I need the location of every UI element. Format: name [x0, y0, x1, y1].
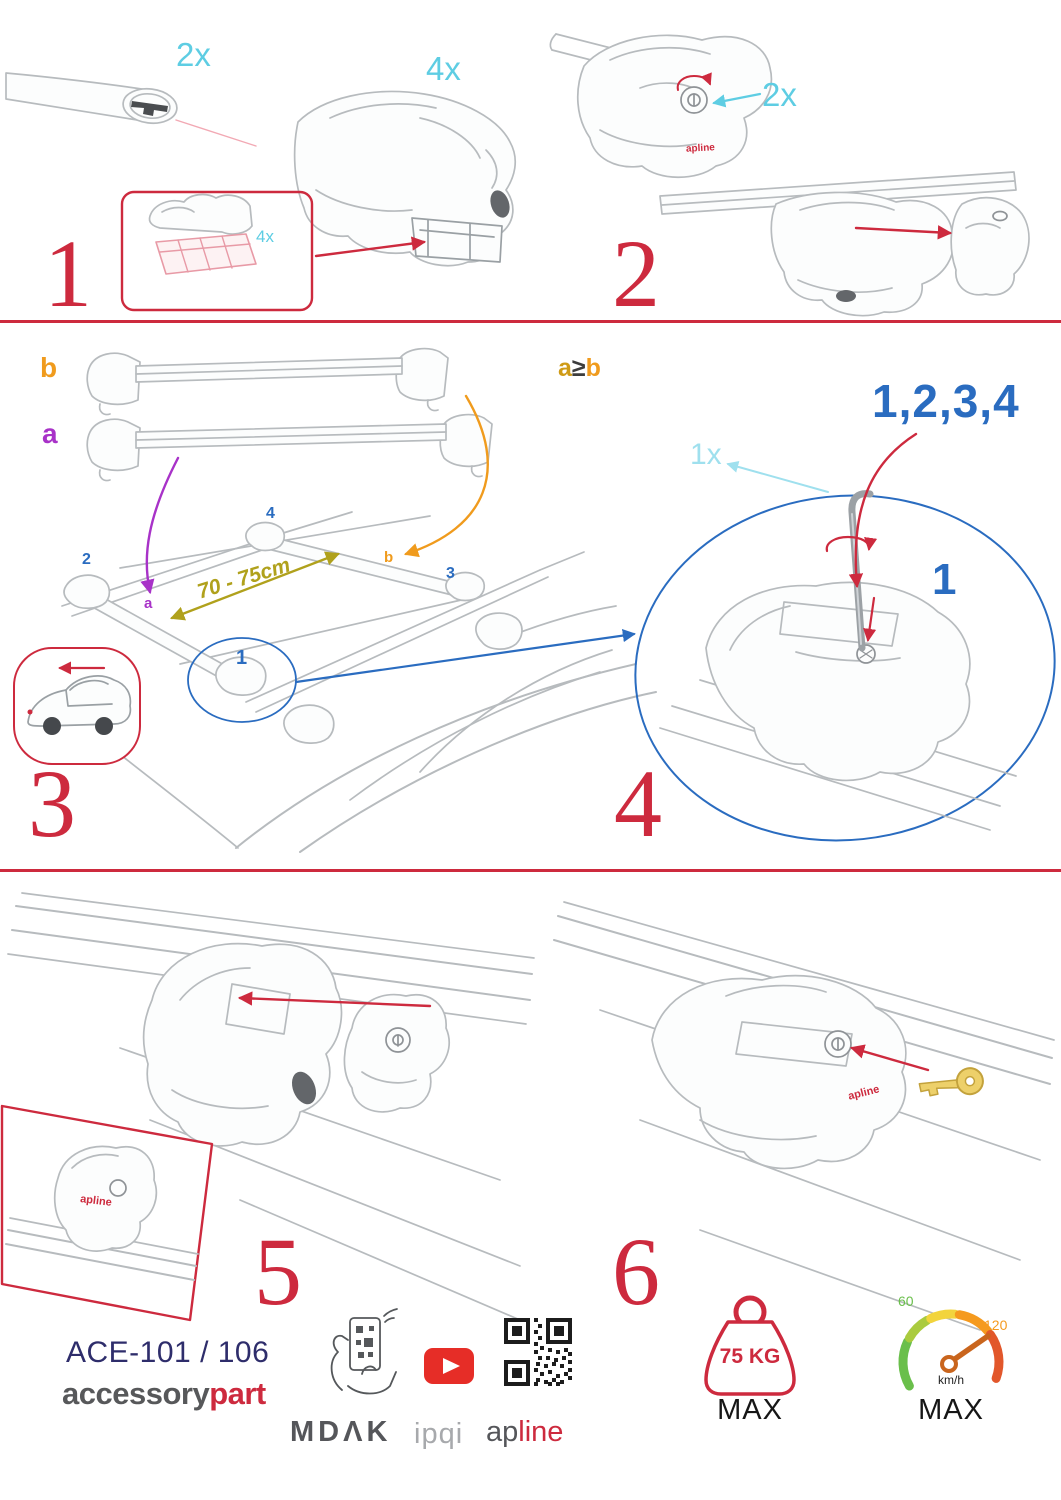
roof-bar-a-label: a — [144, 595, 153, 612]
step4-key-quantity: 1x — [690, 438, 722, 471]
brand-logo: accessorypart — [62, 1378, 266, 1409]
lock-cylinder — [343, 993, 450, 1113]
step2-number: 2 — [612, 220, 660, 327]
condition-b: b — [585, 354, 601, 382]
step3-illustration — [13, 347, 657, 853]
arrow-slide-cap — [854, 225, 953, 240]
end-cap — [950, 196, 1030, 296]
arrow-pad-to-foot — [314, 236, 427, 258]
roof-foot — [576, 34, 773, 179]
step2-lock-quantity: 2x — [762, 76, 797, 113]
brand-accessory: accessory — [62, 1376, 210, 1411]
car-icon — [27, 675, 132, 727]
roof-bar-b-label: b — [384, 549, 394, 566]
step4-illustration — [634, 432, 1056, 842]
rubber-pad — [155, 233, 257, 275]
step1-illustration — [5, 72, 517, 312]
mounted-inset — [0, 1104, 214, 1322]
roof-position-4: 4 — [266, 505, 275, 522]
section-divider-2 — [0, 869, 1061, 872]
lock-icon — [824, 1030, 852, 1058]
arrow-key-quantity — [726, 460, 829, 493]
roof-foot — [142, 942, 343, 1147]
arrow-key-turn — [825, 535, 878, 553]
max-weight-value: 75 KG — [719, 1345, 781, 1368]
phone-hand-icon — [330, 1308, 398, 1395]
step5-number: 5 — [254, 1218, 302, 1325]
roof-foot — [53, 1145, 158, 1252]
speed-120-label: 120 — [984, 1317, 1008, 1333]
product-model: ACE-101 / 106 — [66, 1336, 270, 1369]
arrow-bar-b — [403, 394, 489, 558]
spacing-condition: a≥b — [558, 356, 601, 381]
step6-number: 6 — [612, 1218, 660, 1325]
step1-pad-quantity: 4x — [256, 227, 274, 246]
roof-foot — [705, 581, 971, 782]
max-speed-label: MAX — [918, 1394, 984, 1426]
step6-illustration — [553, 901, 1055, 1331]
key-icon — [918, 1067, 984, 1097]
pointer-line — [175, 119, 257, 147]
roof-position-1: 1 — [236, 647, 248, 669]
foot-brand-step2: apline — [685, 142, 716, 155]
youtube-icon — [424, 1348, 474, 1384]
roof-position-3: 3 — [446, 565, 455, 582]
brand-part: part — [209, 1376, 266, 1411]
condition-a: a — [558, 354, 572, 382]
roof-position-2: 2 — [82, 551, 91, 568]
bar-channel-slot — [131, 101, 168, 116]
section-divider-1 — [0, 320, 1061, 323]
step4-number: 4 — [614, 750, 662, 857]
foot-clamp — [411, 217, 503, 263]
apline-ap: ap — [486, 1416, 519, 1448]
arrow-insert-lock — [237, 991, 432, 1008]
arrow-lock-quantity — [712, 92, 762, 108]
detail-inset-box — [120, 190, 314, 312]
sequence-first: 1 — [932, 555, 957, 604]
step2-illustration — [549, 33, 1030, 317]
step1-bar-quantity: 2x — [176, 36, 211, 73]
roof-foot — [770, 191, 955, 317]
apline-line: line — [518, 1416, 564, 1448]
roof-foot — [651, 974, 907, 1170]
needle — [949, 1333, 991, 1364]
step3-number: 3 — [28, 750, 76, 857]
tighten-sequence: 1,2,3,4 — [872, 375, 1020, 427]
weight-icon — [704, 1295, 796, 1396]
step1-foot-quantity: 4x — [426, 50, 461, 87]
qr-code-icon — [504, 1318, 572, 1386]
apline-logo: apline — [486, 1418, 563, 1447]
arrow-insert-key — [849, 1044, 930, 1072]
speed-60-label: 60 — [898, 1293, 914, 1309]
bar-b-label: b — [40, 352, 58, 383]
step1-number: 1 — [44, 220, 92, 327]
zoom-ellipse — [634, 494, 1056, 842]
arrow-sequence — [848, 432, 918, 589]
lock-icon — [680, 86, 708, 114]
bar-a-label: a — [42, 418, 58, 449]
arrow-lock-turn — [676, 72, 712, 91]
speed-unit-label: km/h — [937, 1373, 964, 1387]
condition-operator: ≥ — [571, 354, 586, 382]
arrow-to-detail — [294, 629, 636, 684]
mdak-logo: MDΛK — [290, 1416, 392, 1448]
footer-icons — [330, 1295, 1004, 1396]
step5-illustration — [0, 892, 535, 1322]
arrow-bar-a — [140, 456, 180, 595]
arrow-spacing-dimension — [169, 551, 341, 621]
max-weight-label: MAX — [717, 1394, 783, 1426]
speedometer-icon — [898, 1309, 1004, 1391]
ipqi-logo: ipqi — [414, 1418, 464, 1450]
arrow-tighten — [863, 596, 877, 642]
car-inset — [13, 647, 141, 765]
highlight-circle — [187, 637, 297, 723]
